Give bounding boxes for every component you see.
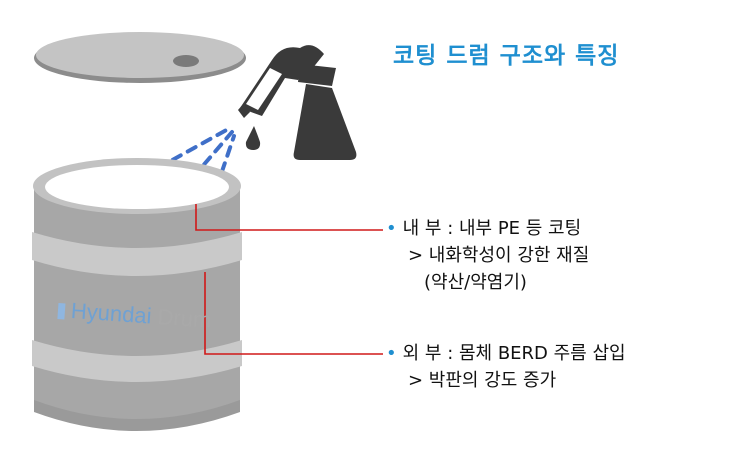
coated-drum-icon: [32, 158, 242, 431]
spray-droplet-icon: [245, 126, 261, 150]
drum-lid-icon: [34, 32, 246, 83]
inner-label: 내 부 : 내부 PE 등 코팅: [402, 218, 582, 239]
inner-detail-2: (약산/약염기): [424, 272, 527, 293]
outer-annotation: •외 부 : 몸체 BERD 주름 삽입 > 박판의 강도 증가: [386, 340, 626, 394]
inner-annotation: •내 부 : 내부 PE 등 코팅 > 내화학성이 강한 재질 (약산/약염기): [386, 215, 589, 296]
bullet-icon: •: [386, 218, 397, 239]
inner-detail-1: > 내화학성이 강한 재질: [408, 245, 590, 266]
brand-suffix: Drum: [156, 303, 213, 333]
leader-lines: [195, 204, 383, 355]
brand-name: Hyundai: [70, 297, 153, 329]
brand-logo-icon: [57, 303, 66, 320]
bullet-icon: •: [386, 343, 397, 364]
outer-leader-line: [204, 272, 383, 355]
spray-dash-lines: [156, 126, 236, 206]
outer-detail-1: > 박판의 강도 증가: [408, 370, 557, 391]
diagram-title: 코팅 드럼 구조와 특징: [393, 43, 620, 69]
outer-label: 외 부 : 몸체 BERD 주름 삽입: [402, 343, 626, 364]
inner-leader-line: [195, 204, 383, 231]
spray-bottle-icon: [238, 45, 357, 160]
